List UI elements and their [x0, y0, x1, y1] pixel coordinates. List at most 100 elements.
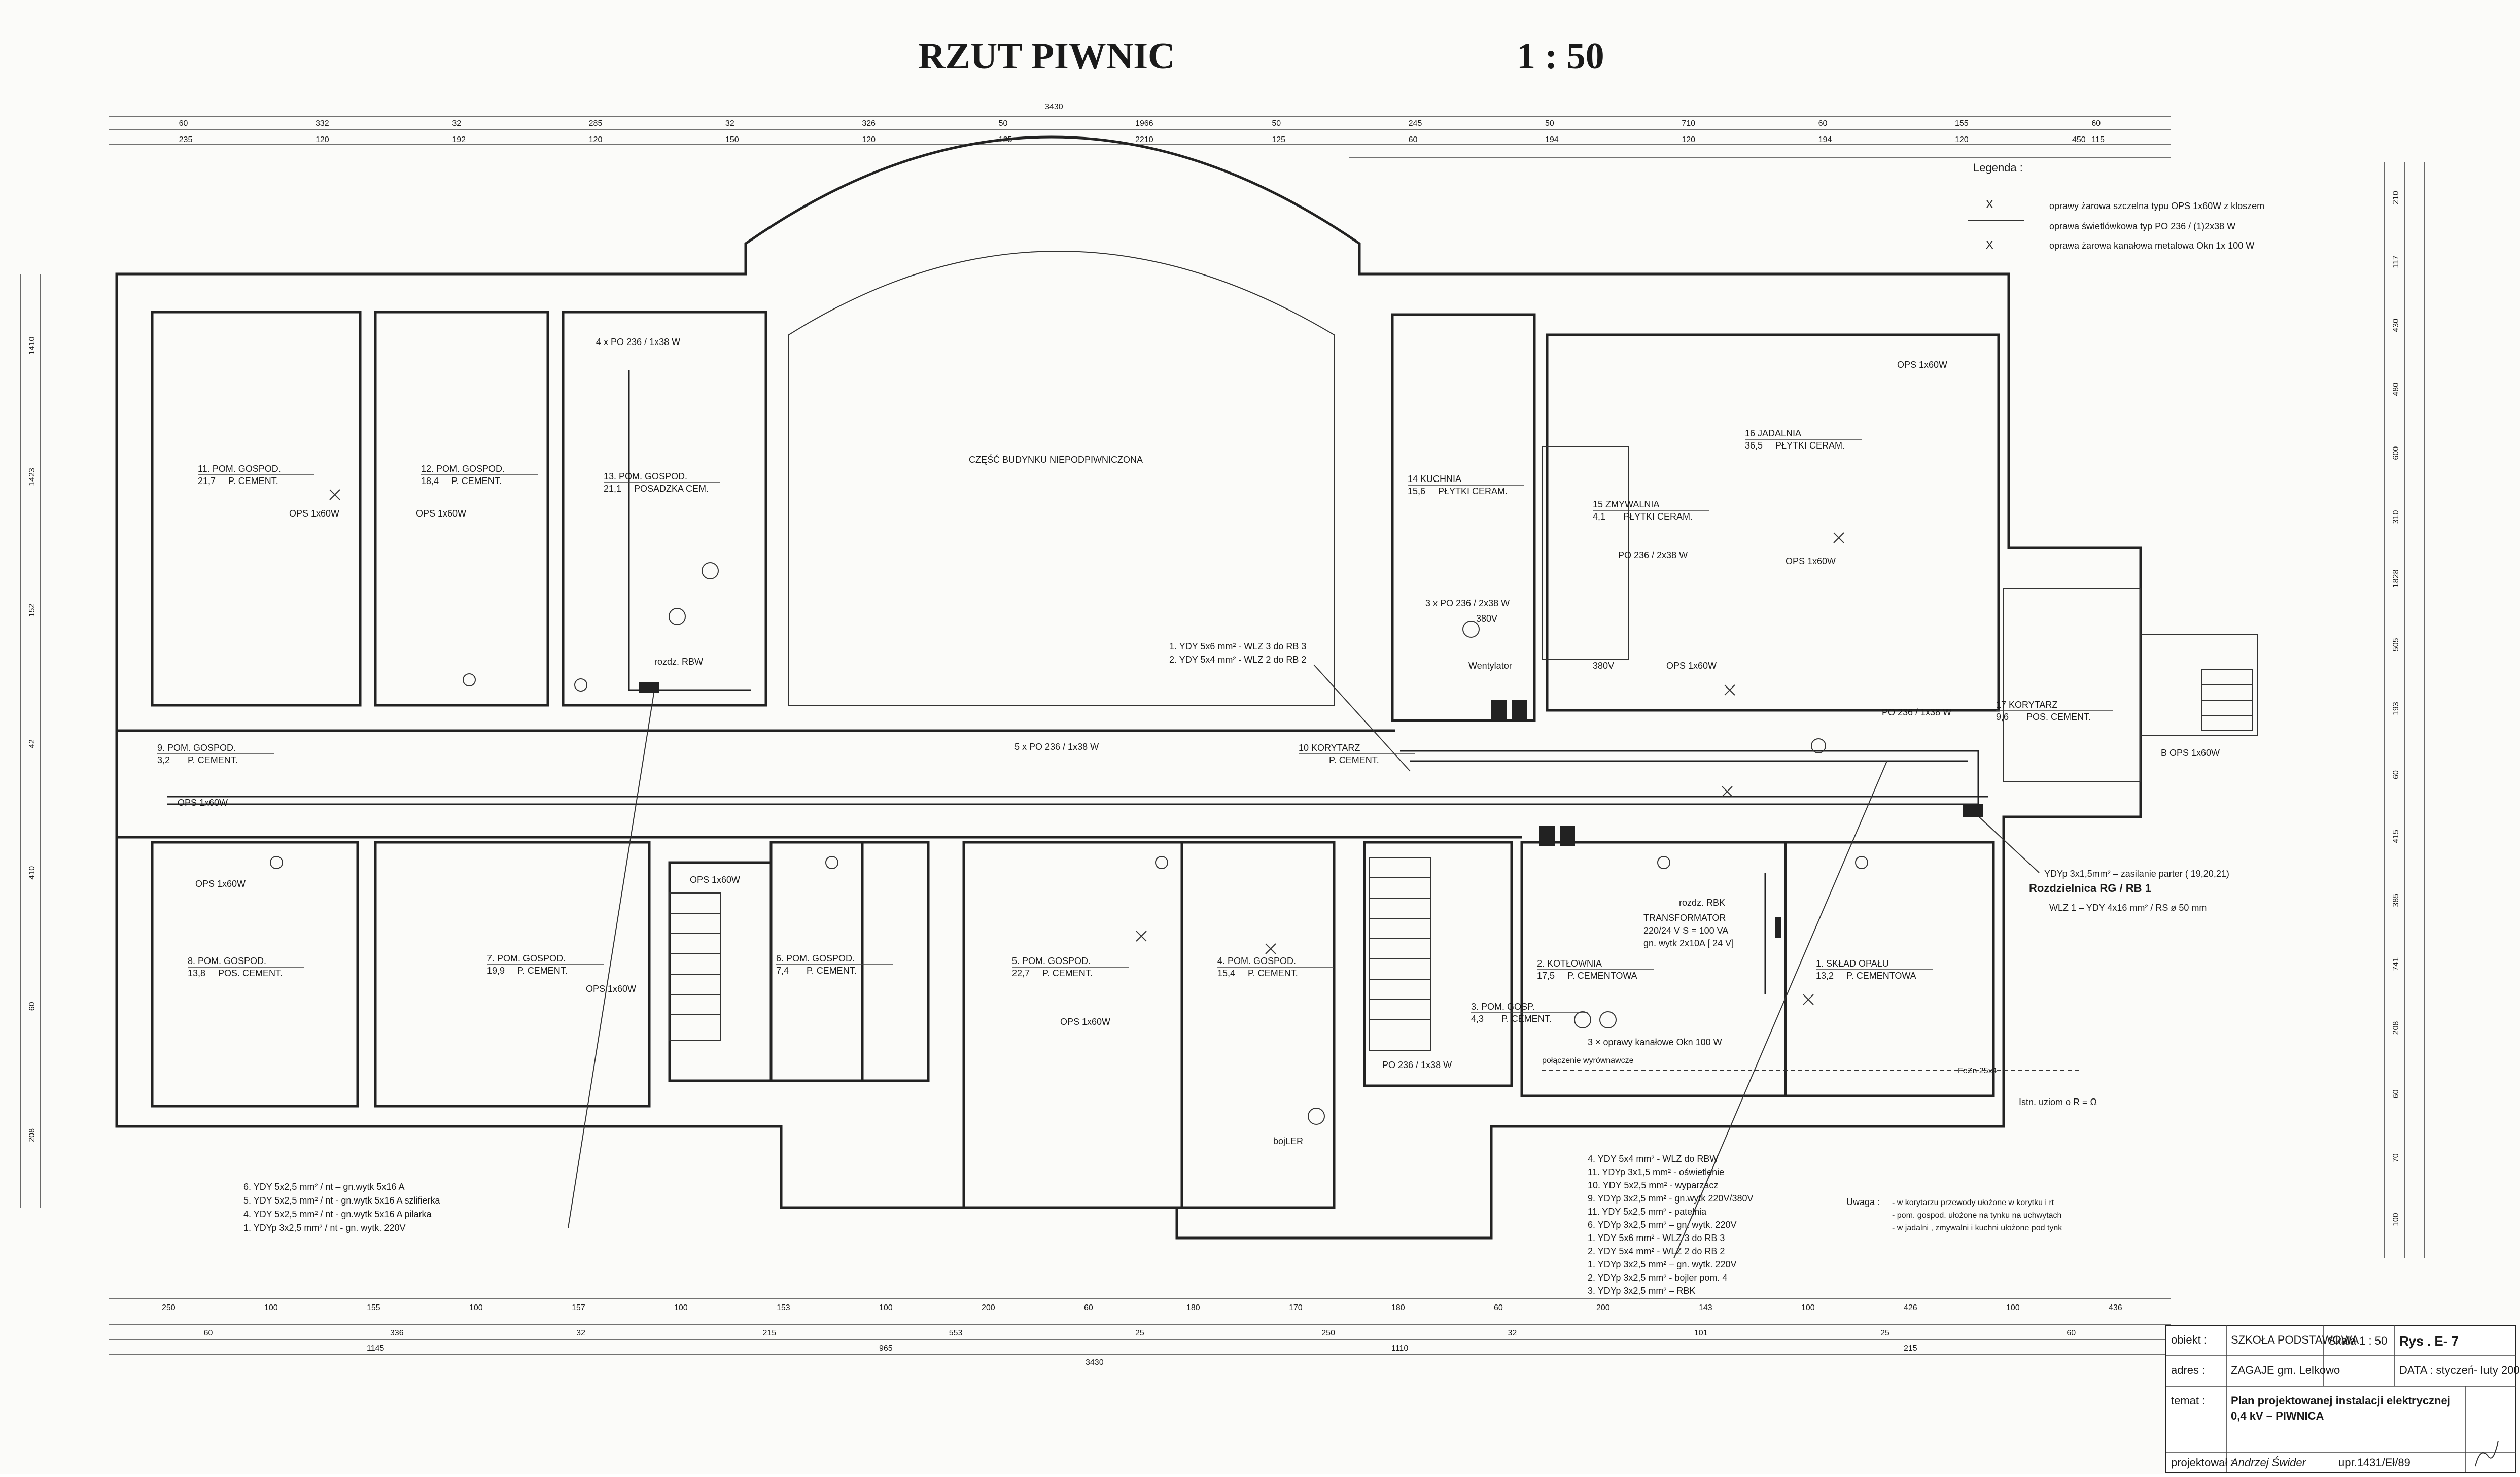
bottom-dim-value-3: 965	[879, 1344, 893, 1353]
legend-item-3: oprawa żarowa kanałowa metalowa Okn 1x 1…	[2049, 241, 2254, 251]
drawing-title: RZUT PIWNIC	[918, 36, 1175, 77]
remarks: Uwaga : - w korytarzu przewody ułożone w…	[1846, 1197, 2062, 1232]
room-floor: PŁYTKI CERAM.	[1775, 440, 1845, 451]
room-name: 7. POM. GOSPOD.	[487, 953, 566, 964]
bottom-dim-value-2: 25	[1880, 1329, 1889, 1337]
po-label-17: PO 236 / 1x38 W	[1882, 707, 1951, 717]
top-dim-value-2: 150	[725, 135, 739, 144]
top-sub-dim: 450	[2072, 135, 2086, 144]
bottom-dim-value: 100	[879, 1303, 893, 1312]
top-dim-value: 50	[999, 119, 1008, 128]
tb-adres-label: adres :	[2171, 1364, 2205, 1377]
bottom-dim-value: 143	[1699, 1303, 1712, 1312]
top-dim-value: 326	[862, 119, 876, 128]
ops-label-9: OPS 1x60W	[178, 798, 228, 808]
top-dim-value-2: 120	[1955, 135, 1969, 144]
room-floor: P. CEMENT.	[1042, 968, 1093, 978]
room-area: 13,8	[188, 968, 205, 978]
room-floor: P. CEMENT.	[1501, 1014, 1552, 1024]
top-dim-value-2: 120	[316, 135, 329, 144]
main-distribution-board: YDYp 3x1,5mm² – zasilanie parter ( 19,20…	[2029, 869, 2229, 913]
building-walls	[115, 135, 2258, 1240]
top-dim-value-2: 60	[1409, 135, 1418, 144]
room-area: 36,5	[1745, 440, 1763, 451]
room-area: 15,4	[1217, 968, 1235, 978]
top-dim-value: 1966	[1135, 119, 1153, 128]
right-dim-value: 210	[2392, 191, 2400, 204]
room-name: 15 ZMYWALNIA	[1593, 499, 1659, 509]
room-area: 13,2	[1816, 971, 1834, 981]
w380-label-kitchen: 380V	[1476, 613, 1497, 624]
cable-notes-lower-right: 4. YDY 5x4 mm² - WLZ do RBW 11. YDYp 3x1,…	[1588, 1154, 1754, 1296]
room-area: 19,9	[487, 966, 505, 976]
bottom-dim-value-2: 215	[762, 1329, 776, 1337]
bottom-dim-value-2: 32	[1508, 1329, 1517, 1337]
top-dim-value: 332	[316, 119, 329, 128]
room-floor: P. CEMENTOWA	[1567, 971, 1637, 981]
left-dim-value: 60	[28, 1002, 37, 1011]
right-dim-value: 430	[2392, 319, 2400, 332]
remark-2: - pom. gospod. ułożone na tynku na uchwy…	[1892, 1211, 2061, 1220]
room-area: 9,6	[1996, 712, 2009, 722]
bottom-dim-value: 170	[1289, 1303, 1303, 1312]
tb-proj-label: projektował :	[2171, 1456, 2234, 1469]
room-name: 16 JADALNIA	[1745, 428, 1801, 438]
cable-note: 3. YDYp 3x2,5 mm² – RBK	[1588, 1286, 1695, 1296]
top-dim-value-2: 194	[1818, 135, 1832, 144]
po-label-kitchen: 3 x PO 236 / 2x38 W	[1425, 598, 1510, 608]
right-dims: 2101174304806003101828505193604153857412…	[2392, 191, 2400, 1226]
left-dim-value: 208	[28, 1128, 37, 1142]
room-name: 5. POM. GOSPOD.	[1012, 956, 1091, 966]
bottom-dim-value: 436	[2109, 1303, 2122, 1312]
room-floor: P. CEMENT.	[451, 476, 502, 486]
room-name: 2. KOTŁOWNIA	[1537, 958, 1602, 969]
bottom-dim-value-2: 336	[390, 1329, 404, 1337]
right-dim-value: 385	[2392, 894, 2400, 907]
legend-x-mark: X	[1986, 198, 1993, 211]
room-floor: P. CEMENT.	[517, 966, 568, 976]
room-name: 9. POM. GOSPOD.	[157, 743, 236, 753]
cable-note: 4. YDY 5x4 mm² - WLZ do RBW	[1588, 1154, 1718, 1164]
room-floor: PŁYTKI CERAM.	[1438, 486, 1508, 496]
rbw-label: rozdz. RBW	[654, 657, 703, 667]
wlz-cable-note: WLZ 1 – YDY 4x16 mm² / RS ø 50 mm	[2049, 903, 2207, 913]
top-dim-value: 155	[1955, 119, 1969, 128]
right-dim-value: 60	[2392, 1089, 2400, 1098]
ops-label-7: OPS 1x60W	[586, 984, 636, 994]
left-dim-value: 410	[28, 866, 37, 880]
right-dim-value: 310	[2392, 510, 2400, 524]
ops-b-label: B OPS 1x60W	[2161, 748, 2220, 758]
top-dim-value: 245	[1409, 119, 1422, 128]
side-dimension-lines: 2101174304806003101828505193604153857412…	[20, 162, 2425, 1258]
grounding-note: Istn. uziom o R = Ω	[2019, 1097, 2097, 1107]
cable-note: 2. YDY 5x4 mm² - WLZ 2 do RB 2	[1169, 655, 1306, 665]
room-floor: POSADZKA CEM.	[634, 484, 709, 494]
right-dim-value: 60	[2392, 770, 2400, 779]
fixture-labels: OPS 1x60W OPS 1x60W 4 x PO 236 / 1x38 W …	[178, 337, 2220, 1146]
cable-note: 4. YDY 5x2,5 mm² / nt - gn.wytk 5x16 A p…	[243, 1209, 432, 1219]
tb-rys: Rys . E- 7	[2399, 1333, 2459, 1349]
cable-runs	[167, 370, 2040, 1259]
distribution-board-name: Rozdzielnica RG / RB 1	[2029, 882, 2151, 895]
remark-1: - w korytarzu przewody ułożone w korytku…	[1892, 1198, 2054, 1207]
legend: Legenda : X X oprawy żarowa szczelna typ…	[1968, 161, 2264, 251]
room-name: 10 KORYTARZ	[1299, 743, 1360, 753]
supply-cable-note: YDYp 3x1,5mm² – zasilanie parter ( 19,20…	[2044, 869, 2229, 879]
room-area: 4,1	[1593, 511, 1605, 522]
top-total-dim: 3430	[1045, 102, 1063, 111]
top-dim-value-2: 125	[1272, 135, 1285, 144]
top-dim-value-2: 120	[1682, 135, 1695, 144]
okn-label: 3 × oprawy kanałowe Okn 100 W	[1588, 1037, 1722, 1047]
cable-note: 9. YDYp 3x2,5 mm² - gn.wytk 220V/380V	[1588, 1193, 1754, 1204]
top-dim-value-2: 192	[452, 135, 466, 144]
central-hall-label: CZĘŚĆ BUDYNKU NIEPODPIWNICZONA	[969, 454, 1143, 465]
cable-note: 11. YDYp 3x1,5 mm² - oświetlenie	[1588, 1167, 1724, 1177]
room-name: 3. POM. GOSP.	[1471, 1002, 1535, 1012]
room-area: 17,5	[1537, 971, 1555, 981]
bottom-dim-value: 155	[367, 1303, 380, 1312]
